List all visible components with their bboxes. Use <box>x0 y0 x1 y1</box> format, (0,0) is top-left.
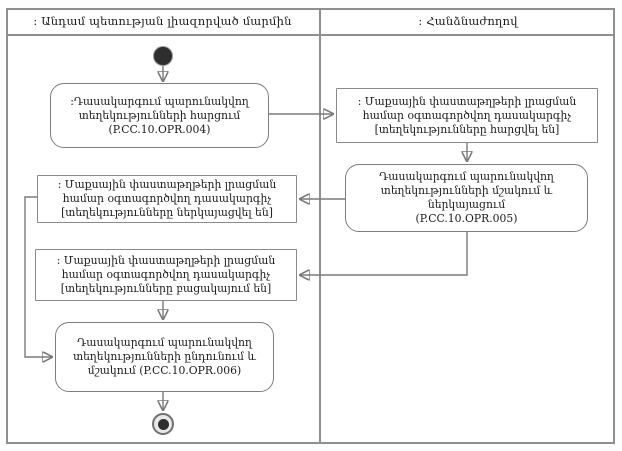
initial-node <box>154 47 172 65</box>
action-text-line: տեղեկությունների հարցում <box>78 108 241 122</box>
swimlane-header-member-state-body: : Անդամ պետության լիազորված մարմին <box>6 8 319 34</box>
action-text-line: տեղեկությունների մշակում և ներկայացում <box>380 184 553 211</box>
action-node-request-info-opr004: :Դասակարգում պարունակվող տեղեկություններ… <box>50 83 269 148</box>
object-text-line: [տեղեկությունները բացակայում են] <box>60 282 272 295</box>
action-text-line: :Դասակարգում պարունակվող <box>70 94 249 108</box>
object-text-line: : Մաքսային փաստաթղթերի լրացման <box>57 178 277 191</box>
action-text-line: մշակում (P.CC.10.OPR.006) <box>87 364 242 377</box>
object-text-line: : Մաքսային փաստաթղթերի լրացման <box>56 254 276 267</box>
header-separator <box>6 34 615 36</box>
action-text-line: տեղեկությունների ընդունում և <box>73 350 256 363</box>
action-text-line: (P.CC.10.OPR.005) <box>415 212 518 225</box>
activity-final-dot <box>157 418 169 430</box>
action-text-line: Դասակարգում պարունակվող <box>379 170 554 183</box>
action-text-line: (P.CC.10.OPR.004) <box>108 122 211 136</box>
swimlane-header-commission: : Հանձնաժողով <box>321 8 615 34</box>
object-text-line: համար օգտագործվող դասակարգիչ <box>62 192 272 205</box>
action-text-line: Դասակարգում պարունակվող <box>77 336 252 349</box>
action-node-process-present-opr005: Դասակարգում պարունակվող տեղեկությունների… <box>345 164 588 232</box>
object-text-line: [տեղեկությունները հարցվել են] <box>374 122 560 136</box>
object-text-line: համար օգտագործվող դասակարգիչ <box>61 268 271 281</box>
object-node-classifier-missing: : Մաքսային փաստաթղթերի լրացման համար օգտ… <box>35 249 297 301</box>
action-node-receive-process-opr006: Դասակարգում պարունակվող տեղեկությունների… <box>55 322 274 392</box>
swimlane-title: : Անդամ պետության լիազորված մարմին <box>33 14 292 28</box>
object-text-line: [տեղեկությունները ներկայացվել են] <box>61 206 273 219</box>
object-node-classifier-requested: : Մաքսային փաստաթղթերի լրացման համար օգտ… <box>336 88 598 143</box>
activity-final-node <box>152 413 174 435</box>
object-node-classifier-presented: : Մաքսային փաստաթղթերի լրացման համար օգտ… <box>37 175 297 223</box>
object-text-line: համար օգտագործվող դասակարգիչ <box>362 108 572 122</box>
object-text-line: : Մաքսային փաստաթղթերի լրացման <box>357 94 577 108</box>
swimlane-divider <box>319 8 321 444</box>
swimlane-title: : Հանձնաժողով <box>418 14 518 28</box>
